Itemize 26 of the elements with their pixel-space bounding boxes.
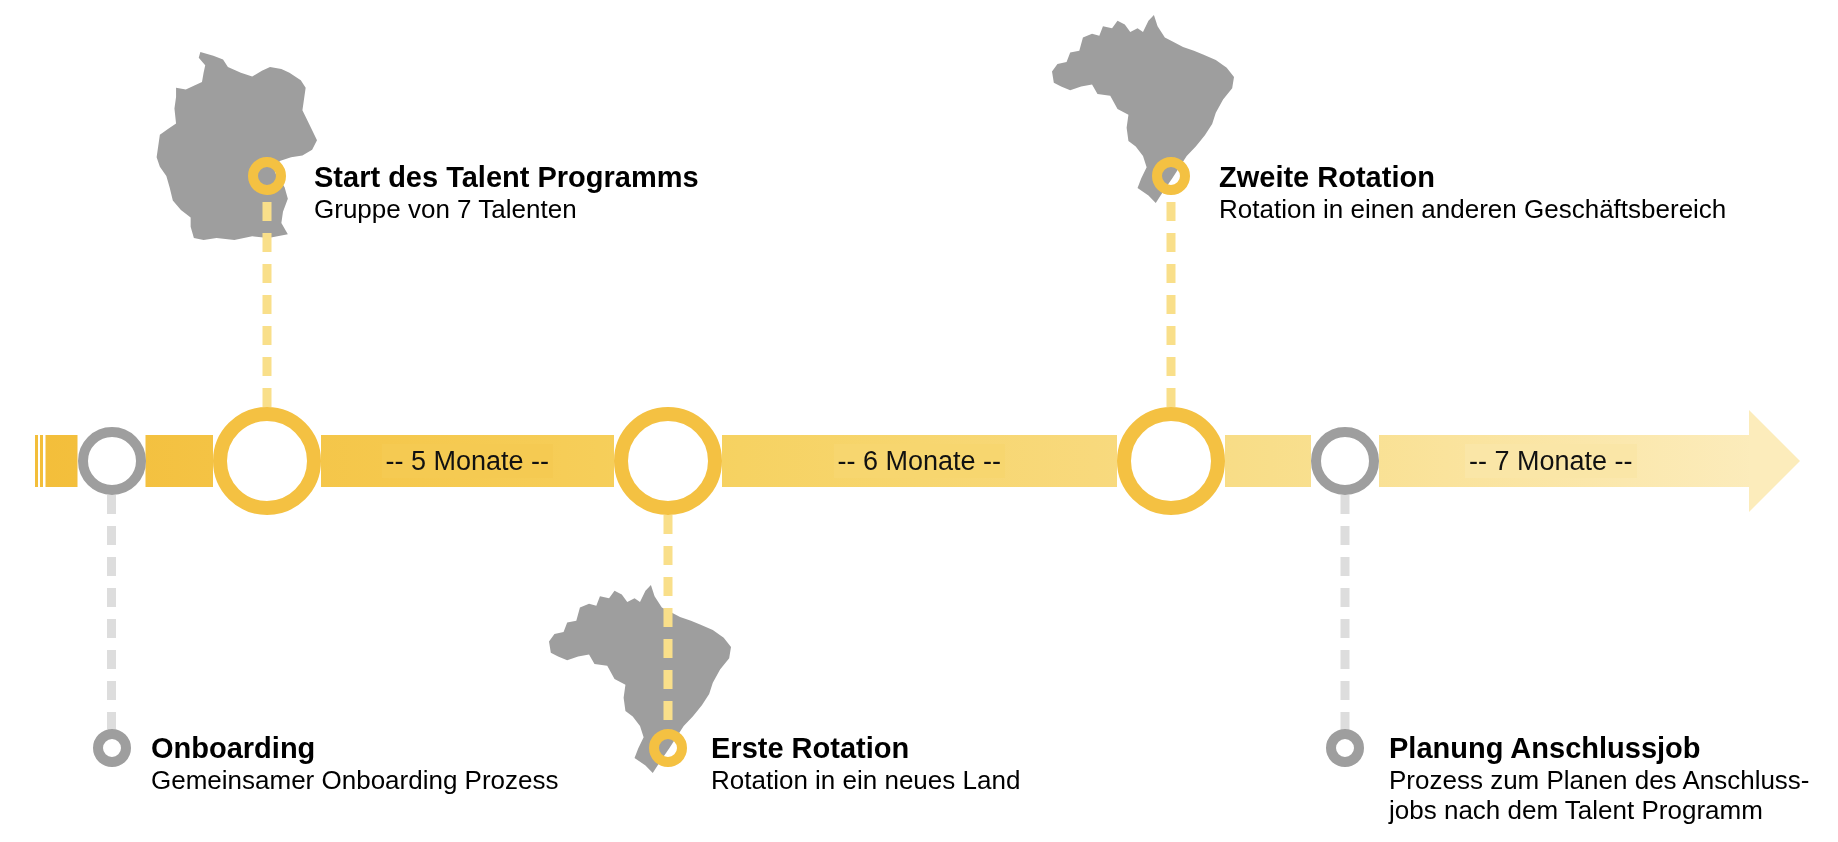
event-description: Rotation in ein neues Land bbox=[711, 765, 1021, 795]
event-title: Planung Anschlussjob bbox=[1389, 731, 1701, 765]
event-description: Gemeinsamer Onboarding Prozess bbox=[151, 765, 559, 795]
event-title: Start des Talent Programms bbox=[314, 160, 699, 194]
event-description: Prozess zum Planen des Anschluss- jobs nach dem Talent Programm bbox=[1389, 765, 1811, 825]
leader-line bbox=[107, 495, 116, 729]
ring-marker-icon bbox=[1152, 157, 1190, 195]
timeline-band bbox=[321, 435, 614, 487]
event-description: Rotation in einen anderen Geschäftsbereich bbox=[1219, 194, 1727, 224]
event-title: Onboarding bbox=[151, 731, 316, 765]
event-title: Zweite Rotation bbox=[1219, 160, 1435, 194]
ring-marker-icon bbox=[649, 729, 687, 767]
timeline-band bbox=[722, 435, 1117, 487]
ring-marker-icon bbox=[1326, 729, 1364, 767]
leader-line bbox=[1340, 495, 1350, 729]
timeline-band bbox=[1225, 435, 1311, 487]
timeline-band bbox=[145, 435, 213, 487]
edge-label: -- 5 Monate -- bbox=[381, 444, 554, 478]
edge-label: -- 6 Monate -- bbox=[833, 444, 1006, 478]
event-description: Gruppe von 7 Talenten bbox=[314, 194, 577, 224]
ring-marker-icon bbox=[248, 157, 286, 195]
event-title: Erste Rotation bbox=[711, 731, 910, 765]
ring-marker-icon bbox=[92, 729, 131, 767]
edge-label: -- 7 Monate -- bbox=[1465, 444, 1637, 478]
timeline-band bbox=[45, 435, 78, 487]
timeline-band bbox=[1379, 410, 1800, 512]
